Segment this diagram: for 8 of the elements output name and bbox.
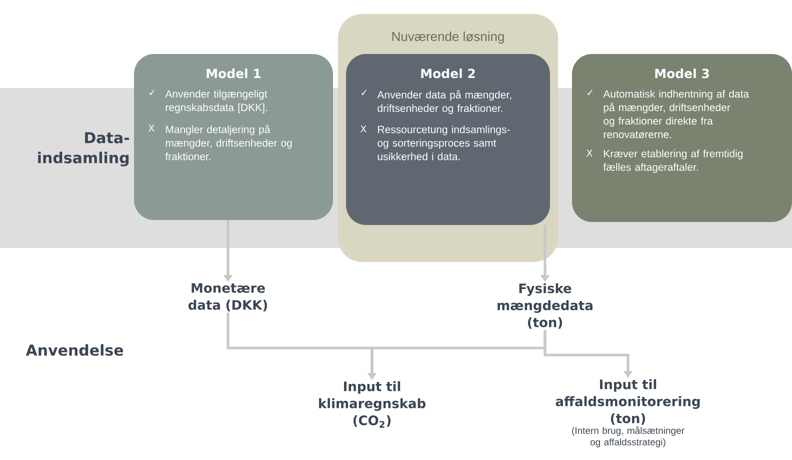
output-label: Input til klimaregnskab (CO$_{2}$) <box>319 381 426 428</box>
model-box: Model 1 Anvender tilgængeligt regnskabsdata [DKK]. ✓ Mangler detaljering på mængder, driftsenheder og fraktioner. X <box>134 54 333 220</box>
section-label: Anvendelse <box>26 344 124 356</box>
output-label: Monetære data (DKK) <box>188 283 267 312</box>
model-box: Model 2 Anvender data på mængder, driftsenheder og fraktioner. ✓ Ressourcetung indsamlings- og sorteringsproces samt usikkerhed i data. X <box>346 54 550 225</box>
output-label: Input til affaldsmonitorering (ton) (Intern brug, målsætninger og affaldsstrategi) <box>556 379 700 448</box>
output-label: Fysiske mængdedata (ton) <box>498 283 592 329</box>
model-box: Model 3 Automatisk indhentning af data på mængder, driftsenheder og fraktioner direkte fra renovatørerne. ✓ Kræver etablering af fremtidig fælles aftageraftaler. X <box>572 54 792 222</box>
